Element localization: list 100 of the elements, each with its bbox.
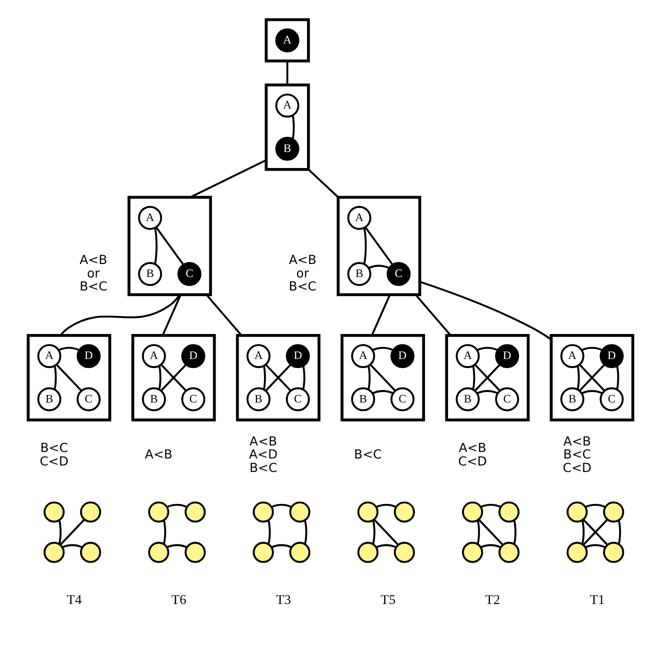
node-circle: B	[246, 387, 271, 412]
node-circle: C	[495, 387, 520, 412]
connector	[582, 346, 603, 351]
node-circle	[357, 501, 378, 523]
node-circle	[357, 542, 378, 563]
node-label: B<C	[249, 460, 278, 476]
node-label: or	[296, 265, 310, 280]
node-circle	[566, 542, 588, 563]
node-circle	[252, 542, 274, 563]
node-circle: B	[351, 387, 376, 412]
node-circle	[80, 501, 102, 523]
node-circle: B	[275, 136, 300, 161]
connector	[419, 280, 552, 340]
label: T6	[171, 592, 186, 607]
node-circle	[498, 542, 520, 563]
node-circle: A	[37, 344, 62, 368]
node-circle: A	[347, 206, 372, 230]
node-circle: A	[246, 344, 271, 368]
label: T2	[485, 592, 500, 607]
connector	[364, 226, 394, 266]
node-circle: D	[181, 344, 206, 368]
node-circle	[80, 542, 102, 563]
node-circle	[462, 542, 484, 563]
connector	[368, 264, 390, 269]
connector	[480, 544, 501, 548]
connector	[292, 115, 295, 140]
node-circle: A	[275, 28, 300, 52]
connector	[166, 544, 188, 548]
connector	[513, 520, 516, 544]
connector	[286, 60, 288, 85]
cluster	[131, 334, 216, 422]
node-circle	[566, 501, 588, 523]
node-circle: D	[286, 344, 310, 368]
node-circle: A	[142, 344, 166, 368]
node-circle	[184, 542, 206, 563]
node-circle	[603, 542, 624, 563]
node-label: C<D	[562, 460, 592, 476]
node-circle: A	[351, 344, 376, 368]
cluster	[550, 334, 634, 422]
node-circle	[289, 542, 310, 563]
node-circle	[462, 501, 484, 523]
label: T4	[66, 592, 82, 607]
connector	[585, 504, 606, 508]
node-label: B<C	[563, 446, 592, 462]
connector	[578, 364, 606, 392]
connector	[474, 364, 501, 392]
node-circle: B	[560, 387, 584, 412]
connector	[376, 504, 396, 508]
node-circle	[394, 501, 415, 523]
node-label: B<C	[288, 278, 317, 294]
node-circle: C	[286, 387, 310, 412]
connector	[304, 520, 308, 544]
connector	[54, 366, 57, 390]
cluster	[264, 18, 310, 62]
connector	[372, 390, 394, 394]
connector	[271, 504, 292, 508]
connector	[372, 346, 394, 351]
connector	[162, 294, 182, 336]
connector	[576, 366, 580, 390]
cluster	[264, 84, 310, 171]
connector	[302, 366, 306, 390]
node-circle: B	[142, 387, 166, 412]
connector	[372, 520, 376, 544]
node-circle: C	[600, 387, 624, 412]
node-circle	[603, 501, 624, 523]
node-label: A<B	[563, 433, 591, 448]
node-circle: C	[181, 387, 206, 412]
connector	[158, 366, 162, 390]
connector	[271, 544, 292, 548]
node-circle: B	[456, 387, 480, 412]
connector	[262, 366, 266, 390]
connector	[370, 364, 396, 392]
node-circle: C	[386, 262, 411, 286]
connector	[265, 364, 292, 392]
connector	[472, 366, 476, 390]
node-circle	[44, 542, 65, 563]
node-label: A<D	[249, 446, 278, 462]
connector	[163, 520, 166, 544]
connector	[56, 364, 82, 392]
node-circle: B	[138, 262, 162, 286]
connector	[368, 366, 371, 390]
node-label: B<C	[354, 446, 382, 462]
node-circle	[289, 501, 310, 523]
label: T5	[380, 592, 396, 607]
node-label: C<D	[40, 453, 68, 468]
node-circle	[498, 501, 520, 523]
node-circle: D	[390, 344, 414, 368]
connector	[376, 544, 396, 548]
connector	[166, 504, 188, 508]
connector	[308, 168, 339, 198]
connector	[363, 228, 367, 264]
connector	[582, 390, 603, 394]
node-label: or	[87, 265, 100, 280]
node-circle: A	[560, 344, 584, 368]
cluster	[336, 196, 422, 296]
connector	[206, 294, 242, 336]
node-circle	[148, 542, 170, 563]
node-circle: C	[177, 262, 202, 286]
node-circle: A	[275, 94, 300, 118]
connector	[58, 346, 80, 351]
